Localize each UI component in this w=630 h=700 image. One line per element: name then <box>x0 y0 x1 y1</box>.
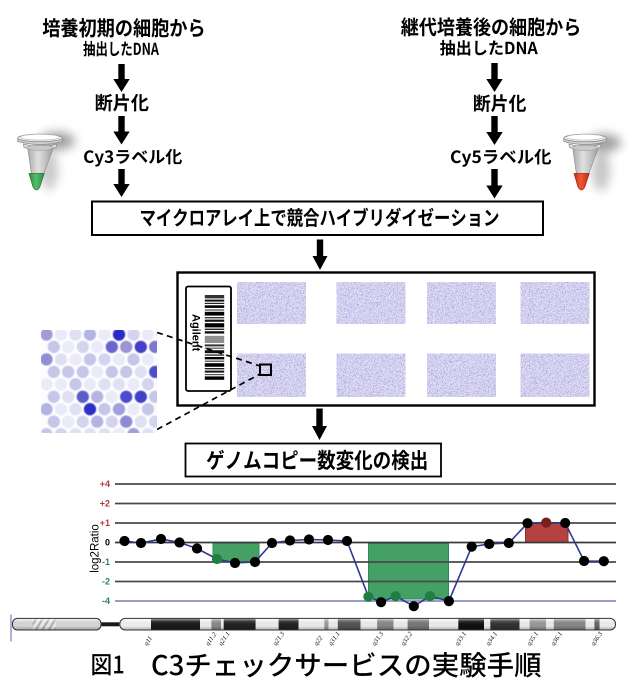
svg-text:q22: q22 <box>313 634 325 647</box>
svg-text:0: 0 <box>105 538 110 548</box>
svg-text:Agilent: Agilent <box>190 314 202 352</box>
svg-text:-2: -2 <box>102 577 110 587</box>
svg-text:+2: +2 <box>100 499 110 509</box>
svg-text:q11: q11 <box>143 635 154 647</box>
svg-text:-1: -1 <box>102 557 110 567</box>
svg-text:+1: +1 <box>100 518 110 528</box>
svg-text:log2Ratio: log2Ratio <box>90 524 102 573</box>
svg-text:-4: -4 <box>102 596 110 606</box>
svg-text:+4: +4 <box>100 479 110 489</box>
